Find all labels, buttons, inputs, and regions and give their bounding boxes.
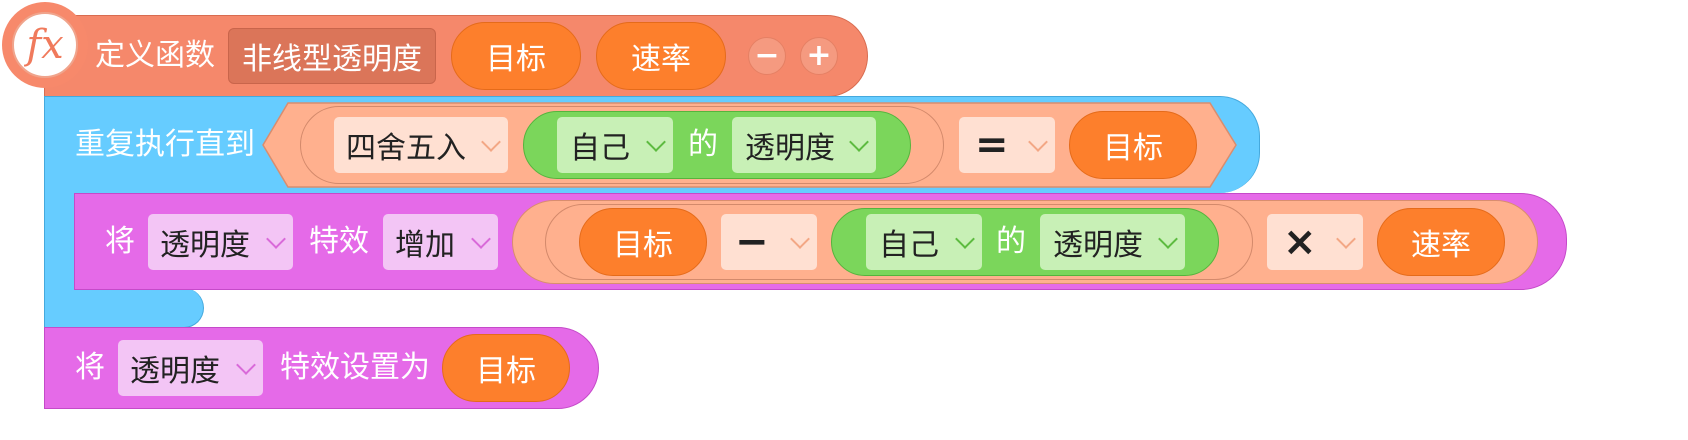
repeat-until-footer xyxy=(44,288,204,328)
expr-sensing-attribute-label: 透明度 xyxy=(1053,228,1143,263)
chevron-down-icon xyxy=(266,229,286,249)
sensing-attribute-label: 透明度 xyxy=(745,131,835,166)
change-effect-prefix: 将 xyxy=(105,224,135,259)
set-effect-middle: 特效设置为 xyxy=(280,350,430,385)
set-effect-type-dropdown[interactable]: 透明度 xyxy=(118,340,263,396)
round-mode-dropdown[interactable]: 四舍五入 xyxy=(334,117,508,173)
set-value-param[interactable]: 目标 xyxy=(442,334,570,402)
change-mode-dropdown[interactable]: 增加 xyxy=(383,214,498,270)
sensing-of-label: 的 xyxy=(688,127,718,162)
repeat-until-arm xyxy=(44,190,76,290)
param-target[interactable]: 目标 xyxy=(451,22,581,90)
change-effect-middle: 特效 xyxy=(309,224,369,259)
repeat-until-label: 重复执行直到 xyxy=(75,127,255,162)
expr-sensing-attribute-dropdown[interactable]: 透明度 xyxy=(1040,214,1185,270)
chevron-down-icon xyxy=(849,132,869,152)
expr-target-label: 目标 xyxy=(613,228,673,263)
minus-icon: − xyxy=(754,38,780,73)
chevron-down-icon xyxy=(1028,132,1048,152)
times-symbol: × xyxy=(1283,219,1317,265)
set-value-label: 目标 xyxy=(476,354,536,389)
change-mode-label: 增加 xyxy=(395,228,455,263)
sensing-attribute-dropdown[interactable]: 透明度 xyxy=(732,117,876,173)
chevron-down-icon xyxy=(1336,229,1356,249)
fx-badge: fx xyxy=(2,2,88,88)
sensing-object-label: 自己 xyxy=(570,131,630,166)
set-effect-prefix: 将 xyxy=(75,350,105,385)
fx-icon: fx xyxy=(12,12,78,78)
param-rate[interactable]: 速率 xyxy=(596,22,726,90)
subtract-operator-dropdown[interactable]: − xyxy=(721,214,817,270)
define-function-label: 定义函数 xyxy=(95,38,215,73)
minus-symbol: − xyxy=(735,219,769,265)
change-effect-type-label: 透明度 xyxy=(160,228,250,263)
chevron-down-icon xyxy=(646,132,666,152)
change-effect-type-dropdown[interactable]: 透明度 xyxy=(148,214,293,270)
chevron-down-icon xyxy=(236,355,256,375)
expr-rate-label: 速率 xyxy=(1411,228,1471,263)
expr-sensing-object-dropdown[interactable]: 自己 xyxy=(866,214,982,270)
chevron-down-icon xyxy=(1158,229,1178,249)
function-name-text: 非线型透明度 xyxy=(242,42,422,77)
plus-icon: + xyxy=(806,38,832,73)
expr-sensing-object-label: 自己 xyxy=(879,228,939,263)
remove-param-button[interactable]: − xyxy=(748,37,786,75)
param-target-label: 目标 xyxy=(486,42,546,77)
add-param-button[interactable]: + xyxy=(800,37,838,75)
set-effect-type-label: 透明度 xyxy=(130,354,220,389)
condition-target-label: 目标 xyxy=(1103,131,1163,166)
chevron-down-icon xyxy=(790,229,810,249)
condition-target-param[interactable]: 目标 xyxy=(1069,111,1197,179)
expr-rate-param[interactable]: 速率 xyxy=(1377,208,1505,276)
expr-target-param[interactable]: 目标 xyxy=(579,208,707,276)
chevron-down-icon xyxy=(471,229,491,249)
compare-operator-dropdown[interactable]: = xyxy=(959,117,1055,173)
chevron-down-icon xyxy=(955,229,975,249)
round-mode-label: 四舍五入 xyxy=(346,131,466,166)
chevron-down-icon xyxy=(481,132,501,152)
sensing-object-dropdown[interactable]: 自己 xyxy=(557,117,673,173)
multiply-operator-dropdown[interactable]: × xyxy=(1267,214,1363,270)
function-name-field[interactable]: 非线型透明度 xyxy=(228,28,436,84)
equals-symbol: = xyxy=(975,122,1009,168)
expr-sensing-of-label: 的 xyxy=(996,224,1026,259)
param-rate-label: 速率 xyxy=(631,42,691,77)
